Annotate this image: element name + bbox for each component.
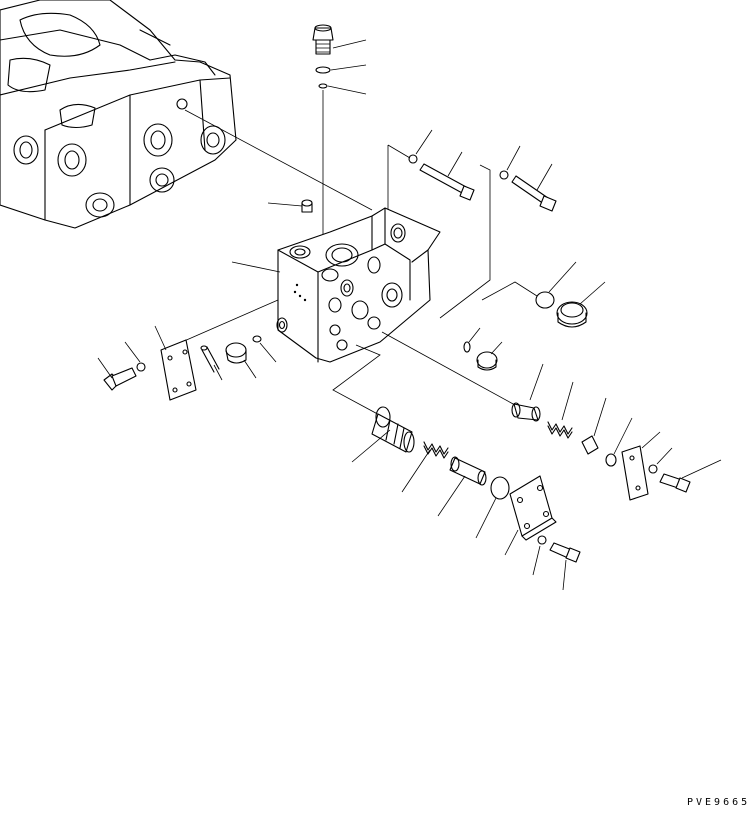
leader-line: [124, 341, 141, 363]
long-bolt-left: [408, 154, 475, 201]
side-cover-plate: [160, 339, 197, 401]
long-bolt-right: [499, 170, 557, 212]
washer-left: [136, 362, 146, 372]
leader-line: [243, 359, 257, 379]
leader-line: [231, 261, 281, 273]
assembly-line: [174, 299, 279, 346]
sleeve: [511, 402, 541, 422]
leader-line: [506, 145, 521, 171]
spring-lower: [423, 441, 449, 459]
main-valve-assembly: [0, 0, 237, 229]
set-screw: [301, 199, 313, 213]
leader-line: [562, 559, 567, 591]
leader-line: [154, 325, 167, 351]
spring-right: [547, 421, 573, 439]
leader-line: [536, 163, 553, 191]
leader-line: [475, 497, 497, 539]
assembly-line: [184, 109, 373, 211]
assembly-line: [332, 344, 386, 419]
leader-line: [213, 364, 223, 381]
plug-left: [225, 342, 247, 364]
leader-line: [330, 64, 367, 71]
o-ring-side: [535, 291, 555, 309]
leader-line: [504, 529, 519, 556]
leader-line: [641, 431, 661, 449]
leader-line: [579, 281, 606, 305]
leader-line: [532, 545, 541, 576]
leader-line: [593, 397, 607, 437]
leader-line: [548, 261, 577, 293]
washer: [315, 66, 331, 74]
top-bolt: [312, 24, 334, 55]
cap-screw-right: [659, 473, 691, 493]
leader-line: [468, 327, 481, 343]
end-cover: [509, 475, 557, 541]
leader-line: [267, 202, 303, 207]
leader-line: [401, 449, 431, 493]
small-plug: [463, 341, 498, 371]
o-ring: [318, 83, 328, 89]
leader-line: [447, 151, 463, 177]
leader-line: [332, 39, 367, 49]
leader-line: [259, 342, 277, 363]
leader-line: [351, 429, 391, 463]
leader-line: [490, 341, 503, 355]
assembly-line: [439, 164, 491, 319]
o-ring-small: [252, 335, 262, 343]
spring-pin: [200, 345, 220, 373]
leader-line: [437, 475, 466, 517]
leader-line: [97, 357, 113, 379]
leader-line: [613, 417, 633, 455]
assembly-line: [381, 331, 516, 406]
leader-line: [656, 447, 673, 465]
assembly-line: [481, 281, 538, 301]
spool: [371, 406, 415, 453]
o-ring-right: [605, 453, 617, 467]
cap-screw-lower: [549, 542, 581, 563]
leader-line: [561, 381, 574, 421]
washer-right: [648, 464, 658, 474]
figure-code: PVE9665: [687, 797, 751, 808]
cap-screw-left: [103, 367, 137, 391]
plug-large: [556, 301, 588, 328]
retainer-plate: [621, 445, 649, 501]
piston: [449, 456, 487, 486]
spring-cap: [581, 435, 599, 455]
leader-line: [529, 363, 544, 401]
washer-lower: [537, 535, 547, 545]
o-ring-lower: [490, 476, 510, 500]
leader-line: [681, 459, 722, 479]
leader-line: [327, 85, 367, 95]
section-valve-body: [276, 207, 441, 363]
leader-line: [415, 129, 433, 155]
